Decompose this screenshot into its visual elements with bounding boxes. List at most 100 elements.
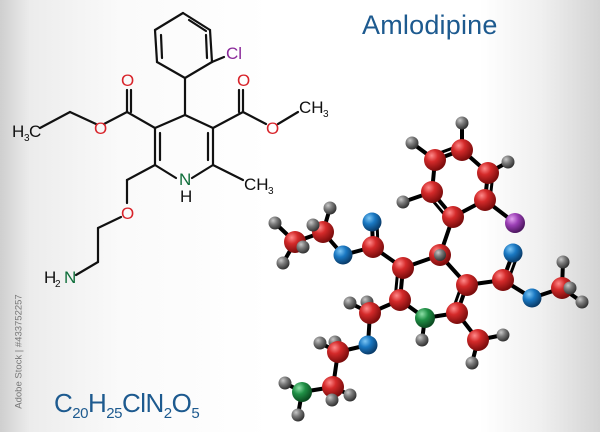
carbon-atom xyxy=(327,341,349,363)
ball-and-stick-model xyxy=(268,116,589,422)
formula-subscript: 25 xyxy=(106,405,122,422)
skeletal-bond xyxy=(210,55,226,64)
hydrogen-atom xyxy=(325,393,339,407)
skeletal-bond xyxy=(153,163,178,180)
skeletal-bond xyxy=(211,163,245,182)
hydrogen-atom xyxy=(455,116,469,130)
skeletal-bond xyxy=(208,28,214,64)
hydrogen-atom xyxy=(323,201,337,215)
hydrogen-atom xyxy=(496,328,510,342)
formula-element: ClN xyxy=(121,388,164,418)
hydrogen-atom xyxy=(313,336,327,350)
hydrogen-atom xyxy=(343,388,357,402)
atom-label: H xyxy=(180,187,192,206)
atom-label: O xyxy=(237,71,250,90)
carbon-atom xyxy=(474,189,496,211)
skeletal-bond xyxy=(241,110,268,126)
hydrogen-atom xyxy=(465,356,479,370)
oxygen-atom xyxy=(358,335,378,355)
oxygen-atom xyxy=(522,288,542,308)
molecular-formula: C20H25ClN2O5 xyxy=(54,388,200,422)
atom-label: Cl xyxy=(226,44,242,63)
skeletal-bond xyxy=(125,163,157,182)
skeletal-bond xyxy=(74,260,100,277)
carbon-atom xyxy=(446,302,468,324)
hydrogen-atom xyxy=(563,281,577,295)
formula-element: H xyxy=(87,388,107,418)
skeletal-bond xyxy=(102,110,129,126)
hydrogen-atom xyxy=(575,295,589,309)
skeletal-bond xyxy=(181,11,212,32)
skeletal-bond xyxy=(183,60,214,80)
nitrogen-atom xyxy=(292,382,312,402)
carbon-atom xyxy=(421,181,443,203)
atom-label-subscript: 3 xyxy=(268,186,274,197)
skeletal-bond xyxy=(125,110,157,130)
formula-subscript: 20 xyxy=(72,405,88,422)
formula-subscript: 2 xyxy=(163,405,172,422)
skeletal-bond xyxy=(204,33,209,60)
skeletal-bond xyxy=(190,163,215,180)
atom-label-subscript: 2 xyxy=(55,279,61,290)
skeletal-bond xyxy=(187,18,208,33)
hydrogen-atom xyxy=(415,333,429,347)
hydrogen-atom xyxy=(396,195,410,209)
carbon-atom xyxy=(467,329,489,351)
stock-credit: Adobe Stock | #433752257 xyxy=(13,294,25,409)
nitrogen-atom xyxy=(415,308,435,328)
carbon-atom xyxy=(477,162,499,184)
oxygen-atom xyxy=(333,245,353,265)
molecule-title: Amlodipine xyxy=(362,10,498,40)
hydrogen-atom xyxy=(556,255,570,269)
atom-label: O xyxy=(121,71,134,90)
formula-element: O xyxy=(171,388,192,418)
atom-label: CH xyxy=(299,98,324,117)
carbon-atom xyxy=(492,269,514,291)
carbon-atom xyxy=(389,289,411,311)
skeletal-bond xyxy=(155,60,187,80)
skeletal-bond xyxy=(153,28,159,64)
carbon-atom xyxy=(322,376,344,398)
atom-label: O xyxy=(94,119,107,138)
oxygen-atom xyxy=(362,212,382,232)
hydrogen-atom xyxy=(434,249,446,261)
skeletal-bond xyxy=(183,113,215,130)
atom-label: CH xyxy=(244,175,269,194)
atom-label: N xyxy=(179,170,191,189)
skeletal-bond xyxy=(153,11,185,32)
skeletal-bond xyxy=(68,110,98,126)
atom-label-subscript: 3 xyxy=(323,109,329,120)
carbon-atom xyxy=(392,257,414,279)
atom-label: C xyxy=(29,122,41,141)
oxygen-atom xyxy=(503,243,523,263)
skeletal-bond xyxy=(96,215,123,230)
carbon-atom xyxy=(359,302,381,324)
chlorine-atom xyxy=(505,213,525,233)
carbon-atom xyxy=(362,236,384,258)
atom-label: H xyxy=(44,268,56,287)
atom-label-subscript: 3 xyxy=(24,133,30,144)
hydrogen-atom xyxy=(276,256,290,270)
carbon-atom xyxy=(442,206,464,228)
skeletal-bond xyxy=(153,113,187,130)
formula-subscript: 5 xyxy=(191,405,200,422)
carbon-atom xyxy=(451,139,473,161)
skeletal-bond xyxy=(159,33,164,60)
hydrogen-atom xyxy=(268,216,282,230)
hydrogen-atom xyxy=(343,296,357,310)
atom-label: N xyxy=(64,268,76,287)
skeletal-bond xyxy=(38,110,72,130)
atom-label: O xyxy=(121,204,134,223)
hydrogen-atom xyxy=(405,136,419,150)
hydrogen-atom xyxy=(296,240,310,254)
carbon-atom xyxy=(456,274,478,296)
skeletal-bond xyxy=(211,110,245,130)
formula-element: C xyxy=(54,388,73,418)
hydrogen-atom xyxy=(306,218,320,232)
skeletal-bond xyxy=(276,110,300,126)
hydrogen-atom xyxy=(501,155,515,169)
atom-label: H xyxy=(12,122,24,141)
hydrogen-atom xyxy=(278,376,292,390)
